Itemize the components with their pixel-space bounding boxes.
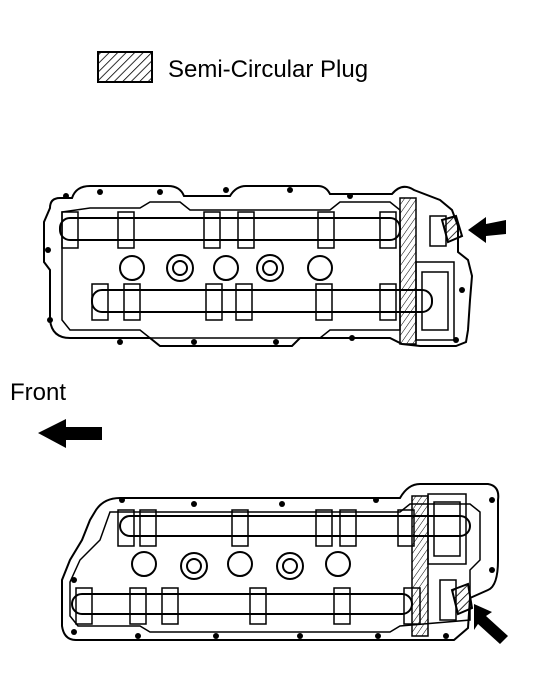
front-label: Front [10, 379, 66, 406]
left-arrow-icon [38, 419, 102, 448]
pointer-arrow-icon [474, 604, 508, 644]
legend: Semi-Circular Plug [97, 51, 368, 83]
hatched-square-icon [97, 51, 153, 83]
legend-label: Semi-Circular Plug [168, 56, 368, 83]
lower-head [61, 483, 500, 641]
pointer-arrow-icon [468, 217, 506, 243]
upper-plug-hatched [440, 214, 464, 244]
front-indicator: Front [10, 379, 102, 448]
lower-plug-hatched [450, 582, 474, 616]
upper-head [43, 185, 474, 347]
